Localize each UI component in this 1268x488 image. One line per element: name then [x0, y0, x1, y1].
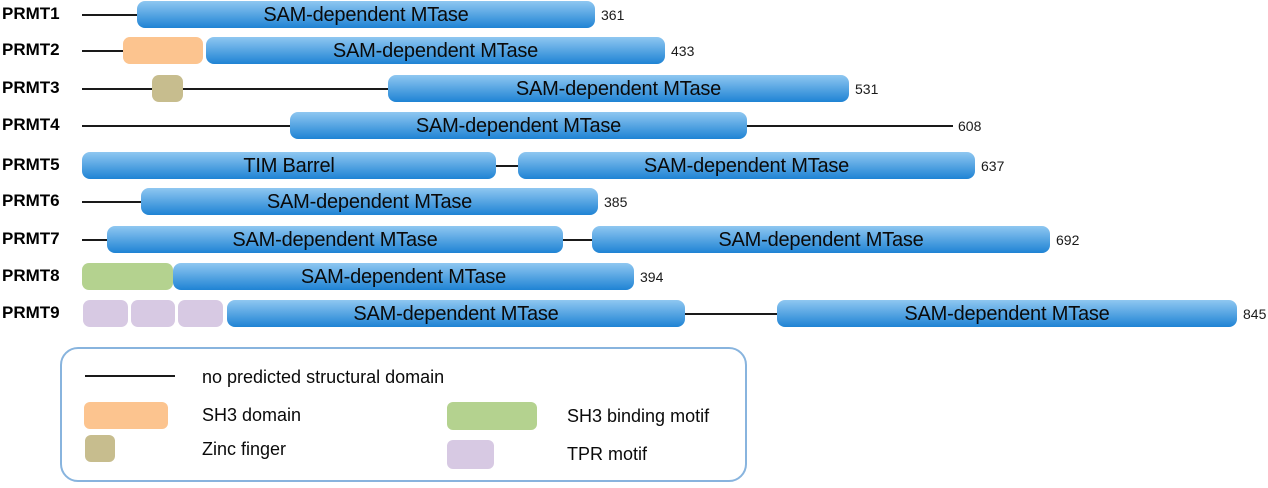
backbone-line	[82, 239, 107, 241]
domain-box-mtase: SAM-dependent MTase	[777, 300, 1237, 327]
domain-label: SAM-dependent MTase	[232, 228, 438, 251]
protein-name-label: PRMT4	[2, 115, 60, 134]
domain-box-mtase: SAM-dependent MTase	[173, 263, 634, 290]
domain-box-mtase: TIM Barrel	[82, 152, 496, 179]
protein-length-label: 361	[601, 7, 625, 23]
domain-box-mtase: SAM-dependent MTase	[206, 37, 665, 64]
protein-row-prmt6: PRMT6 SAM-dependent MTase 385	[0, 184, 1268, 221]
domain-label: TIM Barrel	[243, 154, 335, 177]
legend-label-tpr: TPR motif	[567, 444, 648, 464]
protein-name-label: PRMT7	[2, 229, 60, 248]
protein-length-label: 692	[1056, 232, 1080, 248]
backbone-line	[82, 125, 290, 127]
domain-box-mtase: SAM-dependent MTase	[227, 300, 685, 327]
domain-label: SAM-dependent MTase	[263, 3, 469, 26]
backbone-line	[82, 14, 137, 16]
legend-swatch-zinc	[85, 435, 115, 462]
domain-label: SAM-dependent MTase	[904, 302, 1110, 325]
domain-box-mtase: SAM-dependent MTase	[518, 152, 975, 179]
legend-label-sh3: SH3 domain	[202, 405, 302, 425]
domain-box-mtase: SAM-dependent MTase	[290, 112, 747, 139]
protein-row-prmt1: PRMT1 SAM-dependent MTase 361	[0, 0, 1268, 34]
protein-row-prmt7: PRMT7 SAM-dependent MTase SAM-dependent MT…	[0, 222, 1268, 259]
legend-swatch-tpr	[447, 440, 494, 469]
domain-label: SAM-dependent MTase	[643, 154, 850, 177]
protein-name-label: PRMT3	[2, 78, 60, 97]
domain-box-mtase: SAM-dependent MTase	[137, 1, 595, 28]
domain-box-sh3	[123, 37, 203, 64]
domain-box-sh3b	[82, 263, 173, 290]
domain-box-tpr	[83, 300, 128, 327]
protein-length-label: 394	[640, 269, 664, 285]
domain-label: SAM-dependent MTase	[332, 39, 539, 62]
backbone-line	[183, 88, 388, 90]
protein-length-label: 845	[1243, 306, 1267, 322]
protein-length-label: 608	[958, 118, 982, 134]
domain-box-tpr	[131, 300, 175, 327]
protein-row-prmt8: PRMT8 SAM-dependent MTase 394	[0, 259, 1268, 296]
legend-label-line: no predicted structural domain	[202, 367, 445, 387]
domain-box-mtase: SAM-dependent MTase	[141, 188, 598, 215]
domain-box-tpr	[178, 300, 223, 327]
protein-name-label: PRMT5	[2, 155, 60, 174]
domain-box-mtase: SAM-dependent MTase	[388, 75, 849, 102]
domain-label: SAM-dependent MTase	[718, 228, 924, 251]
domain-label: SAM-dependent MTase	[415, 114, 622, 137]
domain-label: SAM-dependent MTase	[515, 77, 722, 100]
protein-name-label: PRMT1	[2, 4, 60, 23]
protein-length-label: 433	[671, 43, 695, 59]
domain-box-mtase: SAM-dependent MTase	[107, 226, 563, 253]
legend-label-sh3b: SH3 binding motif	[567, 406, 710, 426]
legend-swatch-sh3	[84, 402, 168, 429]
domain-box-zinc	[152, 75, 183, 102]
protein-name-label: PRMT9	[2, 303, 60, 322]
domain-label: SAM-dependent MTase	[353, 302, 559, 325]
protein-length-label: 385	[604, 194, 628, 210]
legend-line-swatch	[85, 375, 175, 377]
legend-label-zinc: Zinc finger	[202, 439, 287, 459]
domain-box-mtase: SAM-dependent MTase	[592, 226, 1050, 253]
protein-row-prmt5: PRMT5 TIM Barrel SAM-dependent MTase 637	[0, 148, 1268, 185]
backbone-line	[747, 125, 953, 127]
domain-label: SAM-dependent MTase	[300, 265, 507, 288]
protein-row-prmt3: PRMT3 SAM-dependent MTase 531	[0, 71, 1268, 108]
backbone-line	[82, 88, 152, 90]
protein-row-prmt2: PRMT2 SAM-dependent MTase 433	[0, 33, 1268, 70]
backbone-line	[496, 165, 518, 167]
domain-label: SAM-dependent MTase	[266, 190, 473, 213]
protein-length-label: 637	[981, 158, 1005, 174]
legend-swatch-sh3b	[447, 402, 537, 430]
protein-name-label: PRMT6	[2, 191, 60, 210]
protein-row-prmt4: PRMT4 SAM-dependent MTase 608	[0, 108, 1268, 145]
protein-name-label: PRMT2	[2, 40, 60, 59]
protein-row-prmt9: PRMT9 SAM-dependent MTase SAM-dependent MT…	[0, 296, 1268, 333]
backbone-line	[563, 239, 592, 241]
backbone-line	[82, 201, 141, 203]
backbone-line	[82, 50, 123, 52]
protein-name-label: PRMT8	[2, 266, 60, 285]
protein-length-label: 531	[855, 81, 879, 97]
backbone-line	[685, 313, 777, 315]
